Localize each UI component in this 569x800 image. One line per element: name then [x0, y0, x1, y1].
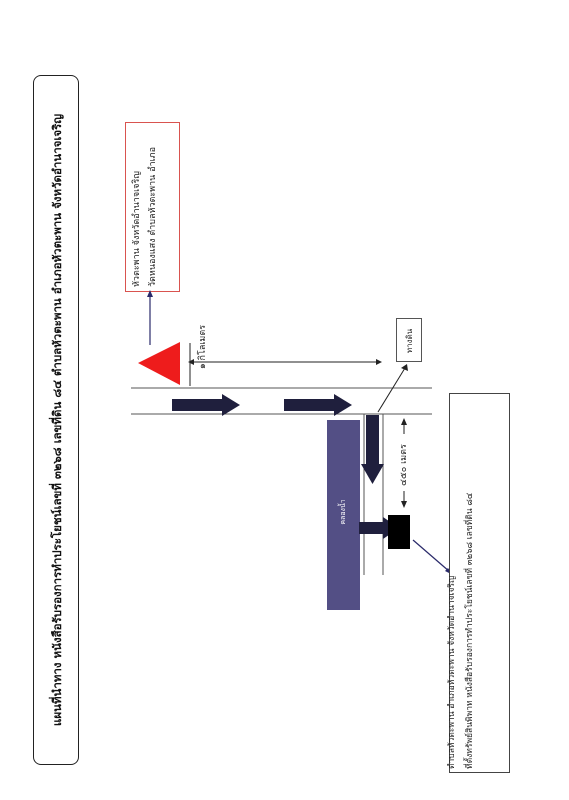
side-road-arrow [361, 415, 384, 484]
road-arrow-2-head [334, 394, 352, 416]
property-info-box: ที่ตั้งทรัพย์สินพิพาท หนังสือรับรองการทำ… [447, 393, 510, 773]
property-marker [388, 515, 410, 549]
road-arrow-1-shaft [172, 399, 224, 411]
temple-triangle-icon [138, 342, 180, 385]
landmark-label-box: วัดหนองแสง ตำบลหัวตะพาน อำเภอ หัวตะพาน จ… [125, 122, 180, 292]
property-info-line1: ที่ตั้งทรัพย์สินพิพาท หนังสือรับรองการทำ… [465, 492, 475, 769]
path-leader-line [377, 367, 406, 413]
road-arrow-2-shaft [284, 399, 336, 411]
distance-450-label: ๔๕๐ เมตร [399, 444, 409, 486]
canal [327, 420, 360, 610]
property-leader-line [412, 539, 451, 573]
road-arrow-1-head [222, 394, 240, 416]
dist-450-arrow-bottom [401, 501, 407, 508]
title-frame: แผนที่นำทาง หนังสือรับรองการทำประโยชน์เล… [33, 75, 79, 765]
dist-km-arrow-left [188, 359, 194, 365]
property-info-line2: ตำบลหัวตะพาน อำเภอหัวตะพาน จังหวัดอำนาจเ… [447, 575, 457, 769]
dist-km-arrow-right [376, 359, 382, 365]
road-arrows [172, 394, 352, 416]
distance-km-label: ๑ กิโลเมตร [198, 324, 208, 370]
path-label: ทางดิน [405, 328, 414, 354]
canal-label: คลองน้ำ [339, 499, 347, 525]
temple-leader-arrowhead [147, 290, 153, 297]
path-label-box: ทางดิน [396, 318, 422, 362]
dist-450-arrow-top [401, 418, 407, 425]
